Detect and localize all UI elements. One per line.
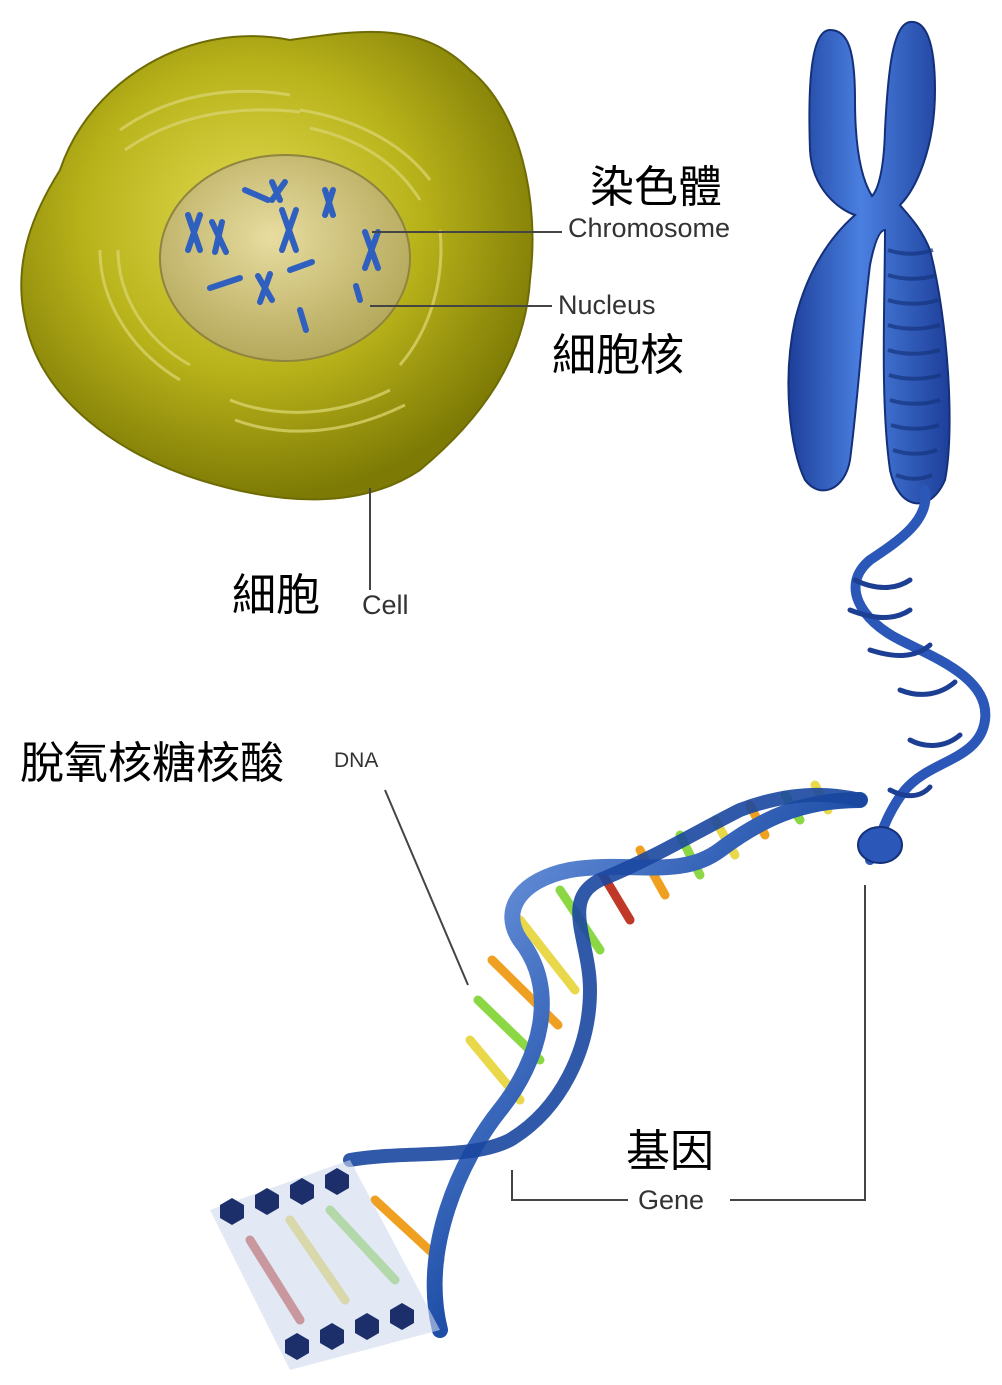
gene-label-en: Gene (638, 1187, 704, 1214)
chromatin-strand (850, 490, 985, 863)
chromosome-label-zh: 染色體 (590, 166, 722, 210)
cell-label-zh: 細胞 (232, 574, 320, 618)
chromosome-label-en: Chromosome (568, 215, 730, 242)
dna-helix (210, 785, 860, 1370)
dna-leader-line (385, 790, 468, 985)
dna-label-en: DNA (334, 750, 378, 771)
dna-ladder-segment (210, 1160, 440, 1370)
nucleus-label-en: Nucleus (558, 292, 656, 319)
gene-bracket-right (730, 885, 865, 1200)
nucleus-label-zh: 細胞核 (552, 334, 684, 378)
dna-label-zh: 脫氧核糖核酸 (20, 742, 284, 786)
cell-illustration (21, 32, 532, 500)
gene-bracket-left (512, 1170, 628, 1200)
cell-label-en: Cell (362, 592, 409, 619)
chromosome-illustration (788, 22, 949, 504)
gene-label-zh: 基因 (626, 1130, 714, 1174)
